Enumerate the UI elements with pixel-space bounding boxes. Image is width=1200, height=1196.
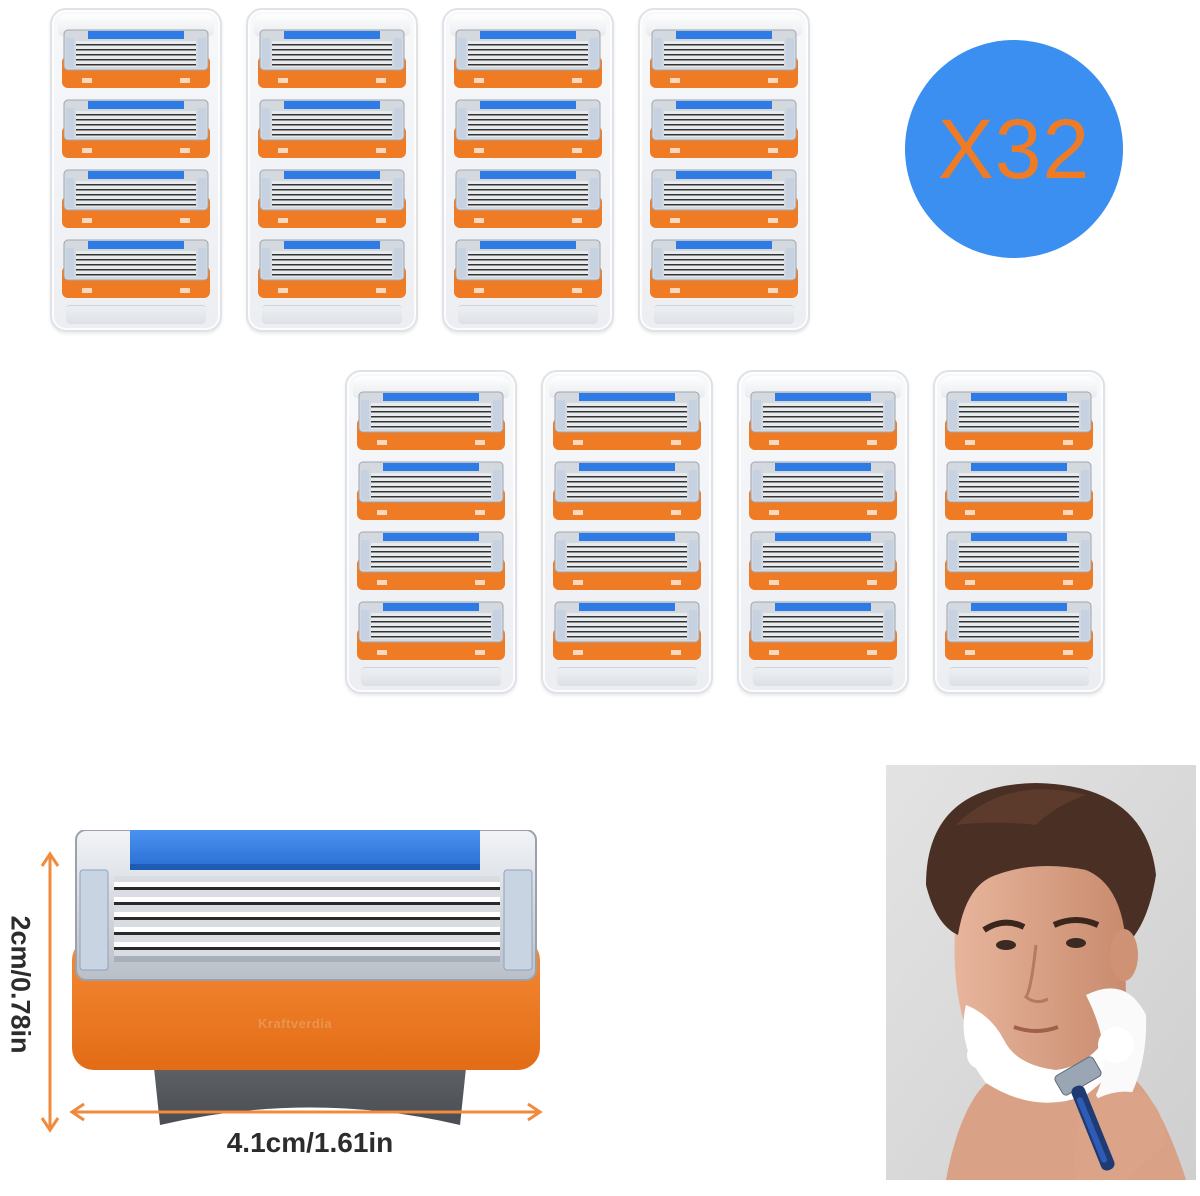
razor-cartridge xyxy=(553,391,701,450)
height-dimension-label: 2cm/0.78in xyxy=(5,914,36,1054)
razor-cartridge xyxy=(553,531,701,590)
razor-cartridge xyxy=(62,29,210,88)
razor-cartridge xyxy=(258,29,406,88)
razor-cartridge xyxy=(553,601,701,660)
cartridge-pack xyxy=(541,370,713,694)
razor-cartridge xyxy=(749,531,897,590)
razor-cartridge xyxy=(945,391,1093,450)
pack-tray xyxy=(557,667,697,686)
razor-cartridge xyxy=(62,239,210,298)
razor-cartridge xyxy=(749,601,897,660)
cartridge-pack xyxy=(933,370,1105,694)
cartridge-packs-bottom-row xyxy=(345,370,1105,694)
razor-cartridge xyxy=(945,601,1093,660)
dimension-diagram xyxy=(0,830,600,1190)
razor-cartridge xyxy=(357,531,505,590)
cartridge-pack xyxy=(737,370,909,694)
brand-mark: Kraftverdia xyxy=(258,1016,333,1031)
razor-cartridge xyxy=(749,391,897,450)
height-arrow xyxy=(40,851,60,1133)
razor-cartridge xyxy=(258,99,406,158)
razor-cartridge xyxy=(357,601,505,660)
razor-cartridge xyxy=(258,169,406,228)
razor-cartridge xyxy=(553,461,701,520)
razor-cartridge xyxy=(945,531,1093,590)
blade-stack xyxy=(114,876,500,962)
pack-tray xyxy=(949,667,1089,686)
cartridge-pack xyxy=(50,8,222,332)
pack-tray xyxy=(458,305,598,324)
cartridge-packs-top-row xyxy=(50,8,810,332)
razor-cartridge xyxy=(357,461,505,520)
cartridge-pack xyxy=(442,8,614,332)
pack-tray xyxy=(654,305,794,324)
razor-cartridge xyxy=(454,239,602,298)
razor-cartridge xyxy=(650,239,798,298)
pack-tray xyxy=(753,667,893,686)
pack-tray xyxy=(262,305,402,324)
razor-cartridge xyxy=(454,99,602,158)
pack-tray xyxy=(361,667,501,686)
cartridge-pack xyxy=(345,370,517,694)
razor-cartridge xyxy=(749,461,897,520)
shaving-photo xyxy=(886,765,1196,1180)
razor-cartridge xyxy=(650,29,798,88)
pack-tray xyxy=(66,305,206,324)
cartridge-pack xyxy=(246,8,418,332)
razor-cartridge xyxy=(650,99,798,158)
razor-cartridge xyxy=(62,169,210,228)
cartridge-pack xyxy=(638,8,810,332)
razor-cartridge xyxy=(258,239,406,298)
razor-cartridge xyxy=(62,99,210,158)
razor-cartridge xyxy=(454,29,602,88)
width-dimension-label: 4.1cm/1.61in xyxy=(226,1127,394,1158)
width-arrow xyxy=(69,1102,543,1122)
razor-cartridge xyxy=(945,461,1093,520)
quantity-badge-text: X32 xyxy=(937,101,1091,196)
quantity-badge: X32 xyxy=(905,40,1123,258)
razor-cartridge xyxy=(454,169,602,228)
razor-cartridge xyxy=(650,169,798,228)
cartridge-closeup xyxy=(40,830,543,1133)
razor-cartridge xyxy=(357,391,505,450)
